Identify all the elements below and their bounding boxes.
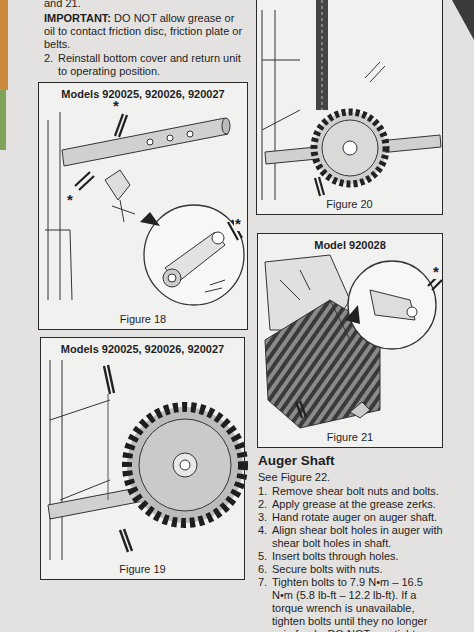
figure-panel: Model 920028Figure 21 <box>257 233 443 448</box>
asterisk-callout: * <box>112 98 120 113</box>
step-row: 7.Tighten bolts to 7.9 N•m – 16.5 N•m (5… <box>258 576 444 632</box>
step-number: 2. <box>44 52 58 78</box>
section-heading: Auger Shaft <box>258 453 335 469</box>
asterisk-callout: * <box>432 264 440 279</box>
step-number: 6. <box>258 563 272 576</box>
fig21-drawing <box>265 255 442 428</box>
step-text: Remove shear bolt nuts and bolts. <box>272 485 444 498</box>
edge-object <box>0 90 6 150</box>
figure-reference: See Figure 22. <box>258 471 330 484</box>
step-row: 3.Hand rotate auger on auger shaft. <box>258 511 444 524</box>
step-number: 2. <box>258 498 272 511</box>
step-number: 4. <box>258 524 272 550</box>
figure-caption: Figure 21 <box>324 431 376 443</box>
step-text: Hand rotate auger on auger shaft. <box>272 511 444 524</box>
step-number: 7. <box>258 576 272 632</box>
step-number: 1. <box>258 485 272 498</box>
step-text: Secure bolts with nuts. <box>272 563 444 576</box>
step-number: 3. <box>258 511 272 524</box>
figure-panel: Models 920025, 920026, 920027Figure 19 <box>40 337 245 580</box>
step-text: Align shear bolt holes in auger with she… <box>272 524 444 550</box>
step-row: 4.Align shear bolt holes in auger with s… <box>258 524 444 550</box>
asterisk-callout: * <box>66 192 74 207</box>
model-heading: Models 920025, 920026, 920027 <box>58 343 227 355</box>
important-note: IMPORTANT: DO NOT allow grease or oil to… <box>44 12 244 51</box>
continued-text: and 21. <box>44 0 81 10</box>
edge-object <box>0 0 8 90</box>
figure-caption: Figure 20 <box>323 198 375 210</box>
note-heading: IMPORTANT: <box>44 12 111 24</box>
fig19-drawing <box>48 360 243 560</box>
figure-panel: Figure 20 <box>256 0 443 215</box>
figure-caption: Figure 19 <box>116 563 168 575</box>
model-heading: Models 920025, 920026, 920027 <box>58 88 227 100</box>
step-number: 5. <box>258 550 272 563</box>
step-text: Reinstall bottom cover and return unit t… <box>58 52 244 78</box>
step-text: Apply grease at the grease zerks. <box>272 498 444 511</box>
asterisk-callout: * <box>234 216 242 231</box>
step-row: 1.Remove shear bolt nuts and bolts. <box>258 485 444 498</box>
step-row: 2.Apply grease at the grease zerks. <box>258 498 444 511</box>
table-corner <box>452 0 474 40</box>
model-heading: Model 920028 <box>311 239 389 251</box>
fig20-drawing <box>262 0 441 200</box>
figure-caption: Figure 18 <box>117 313 169 325</box>
fig18-drawing <box>45 112 244 305</box>
step-row: 6.Secure bolts with nuts. <box>258 563 444 576</box>
step-row: 5.Insert bolts through holes. <box>258 550 444 563</box>
step-row: 2.Reinstall bottom cover and return unit… <box>44 52 244 78</box>
step-text: Tighten bolts to 7.9 N•m – 16.5 N•m (5.8… <box>272 576 444 632</box>
step-text: Insert bolts through holes. <box>272 550 444 563</box>
